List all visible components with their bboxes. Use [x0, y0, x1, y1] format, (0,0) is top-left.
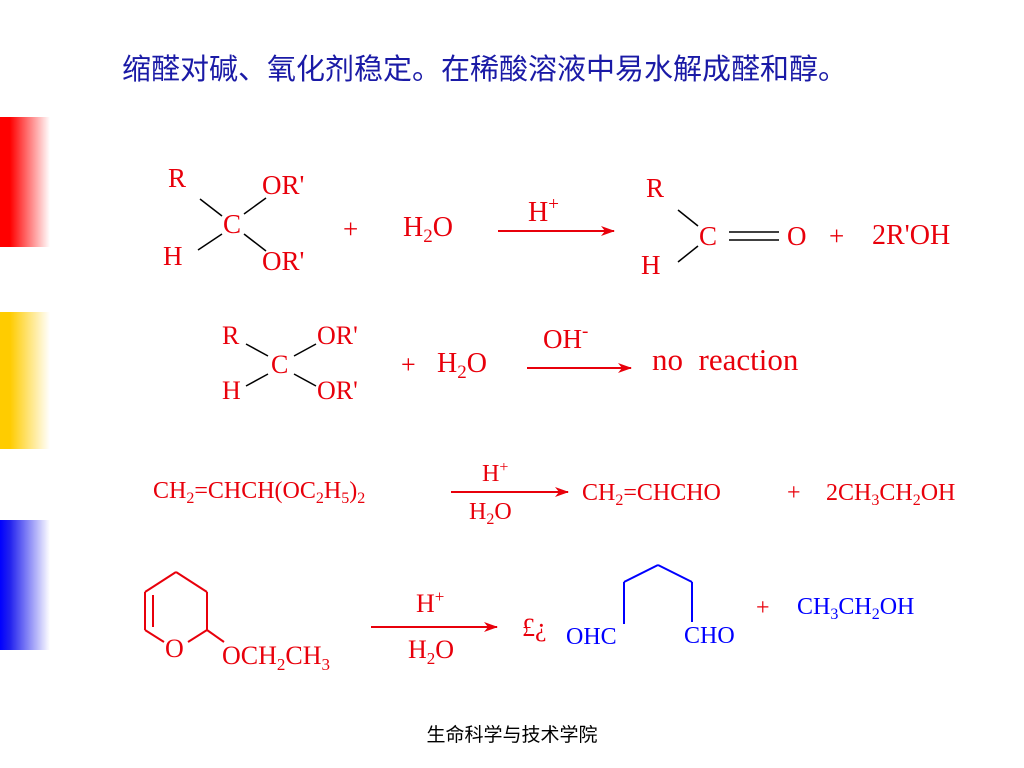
reaction-4: O OCH2CH3 H+ H2O £¿ OHC CHO + CH3CH2OH	[144, 564, 914, 674]
r3-catalyst-bottom: H2O	[469, 499, 512, 528]
r3-catalyst-top: H+	[482, 459, 508, 487]
r3-plus: +	[787, 480, 801, 506]
r2-bond-r	[245, 343, 269, 357]
r2-h-label: H	[222, 376, 241, 405]
r1-prod-c: C	[699, 221, 717, 251]
r1-or-top: OR'	[262, 170, 304, 200]
r2-or-bottom: OR'	[317, 376, 358, 405]
r2-result: no reaction	[652, 342, 799, 377]
r4-substituent: OCH2CH3	[222, 641, 330, 674]
r2-or-top: OR'	[317, 321, 358, 350]
r1-bond-h	[197, 233, 223, 251]
r2-r-label: R	[222, 321, 240, 350]
r3-byproduct: 2CH3CH2OH	[826, 480, 955, 509]
r2-c-atom: C	[271, 350, 288, 379]
r1-or-bottom: OR'	[262, 246, 304, 276]
reaction-1: R H C OR' OR' + H2O H+ R H C O + 2R'OH	[163, 163, 950, 280]
decor-bar-blue	[0, 520, 50, 650]
r2-catalyst: OH-	[543, 321, 588, 354]
r4-catalyst-bottom: H2O	[408, 635, 454, 668]
r1-bond-r	[199, 198, 223, 217]
r1-byproduct: 2R'OH	[872, 220, 950, 251]
r1-h-label: H	[163, 241, 183, 271]
r1-r-label: R	[168, 163, 186, 193]
r4-stray-glyph: £¿	[522, 613, 547, 642]
r1-prod-o: O	[787, 221, 807, 251]
decor-bar-red	[0, 117, 50, 247]
r1-catalyst: H+	[528, 194, 559, 228]
r4-catalyst-top: H+	[416, 587, 444, 618]
glutaraldehyde-chain	[623, 564, 693, 624]
r1-prod-bond-h	[677, 245, 699, 263]
decor-bar-yellow	[0, 312, 50, 449]
r1-water: H2O	[403, 212, 453, 247]
r1-plus2: +	[829, 221, 844, 251]
r1-prod-h: H	[641, 250, 661, 280]
r1-bond-or-bottom	[243, 233, 267, 252]
r1-c-atom: C	[223, 209, 241, 239]
reaction-2: R H C OR' OR' + H2O OH- no reaction	[222, 321, 799, 405]
r1-bond-or-top	[243, 197, 267, 215]
r2-bond-or-bottom	[293, 373, 317, 387]
r3-reactant: CH2=CHCH(OC2H5)2	[153, 478, 365, 507]
dihydropyran-ring	[144, 571, 225, 643]
r4-ring-o: O	[165, 634, 184, 663]
r2-bond-or-top	[293, 343, 317, 357]
r2-plus: +	[401, 350, 416, 379]
r4-prod-left: OHC	[566, 624, 617, 650]
slide-footer: 生命科学与技术学院	[426, 724, 598, 746]
r2-bond-h	[245, 373, 269, 387]
reaction-3: CH2=CHCH(OC2H5)2 H+ H2O CH2=CHCHO + 2CH3…	[153, 459, 955, 528]
r4-plus: +	[756, 595, 770, 621]
r1-prod-r: R	[646, 173, 664, 203]
r4-byproduct: CH3CH2OH	[797, 594, 914, 623]
r1-plus: +	[343, 214, 358, 244]
r3-product: CH2=CHCHO	[582, 480, 721, 509]
slide-title: 缩醛对碱、氧化剂稳定。在稀酸溶液中易水解成醛和醇。	[122, 52, 848, 86]
r2-water: H2O	[437, 348, 487, 383]
r1-prod-bond-r	[677, 209, 699, 227]
r4-prod-right: CHO	[684, 623, 735, 649]
